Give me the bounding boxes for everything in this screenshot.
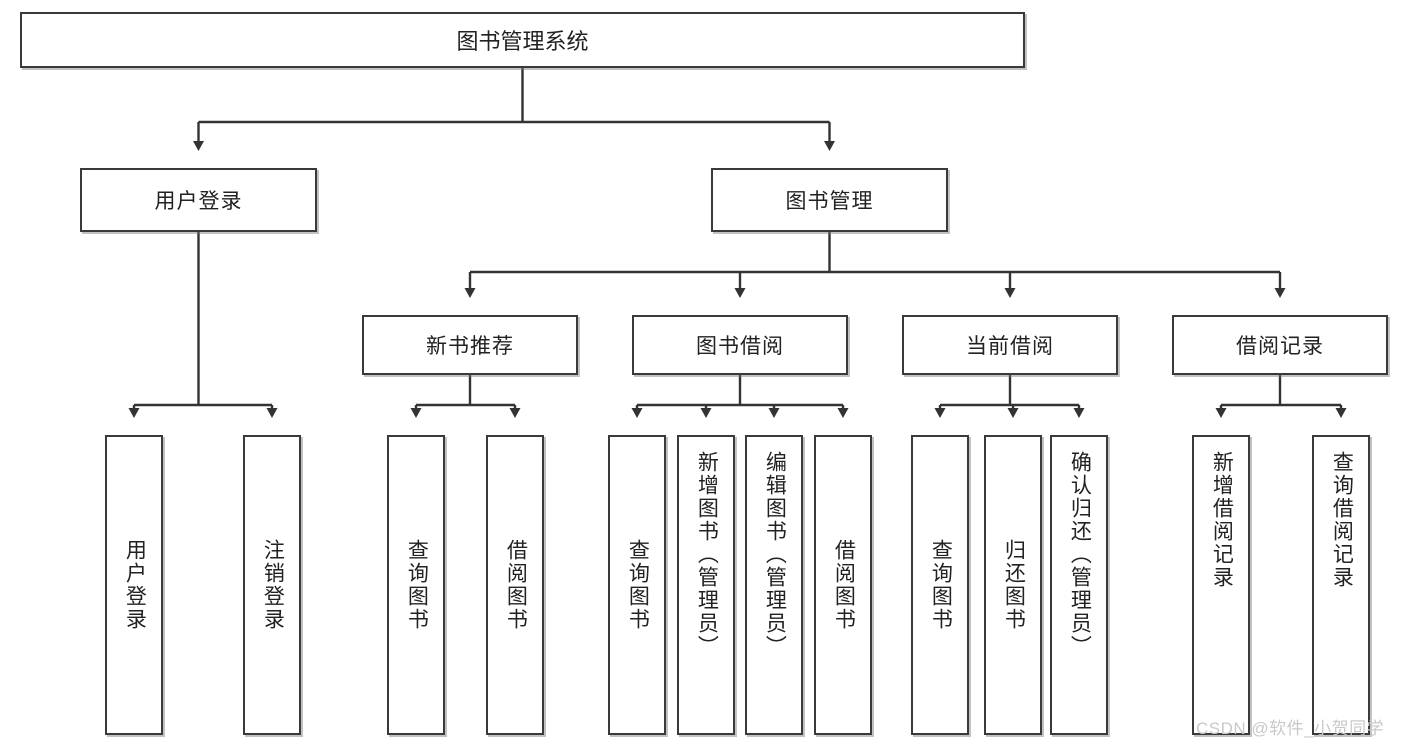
node-leaf-12[interactable]: 查询借阅记录	[1312, 435, 1370, 735]
node-leaf-1[interactable]: 注销登录	[243, 435, 301, 735]
node-label: 图书管理	[785, 190, 874, 213]
node-label: 查询图书	[626, 539, 650, 631]
node-root[interactable]: 图书管理系统	[20, 12, 1025, 68]
node-leaf-9[interactable]: 归还图书	[984, 435, 1042, 735]
node-level2-0[interactable]: 用户登录	[80, 168, 317, 232]
node-leaf-7[interactable]: 借阅图书	[814, 435, 872, 735]
node-leaf-4[interactable]: 查询图书	[608, 435, 666, 735]
node-label: 新书推荐	[426, 335, 514, 358]
node-label: 新增图书（管理员）	[695, 451, 719, 658]
node-label: 查询图书	[405, 539, 429, 631]
node-label: 用户登录	[123, 539, 147, 631]
node-leaf-11[interactable]: 新增借阅记录	[1192, 435, 1250, 735]
node-label: 编辑图书（管理员）	[763, 451, 787, 658]
node-level3-3[interactable]: 借阅记录	[1172, 315, 1388, 375]
node-leaf-3[interactable]: 借阅图书	[486, 435, 544, 735]
node-label: 借阅图书	[504, 539, 528, 631]
node-leaf-2[interactable]: 查询图书	[387, 435, 445, 735]
node-label: 借阅图书	[832, 539, 856, 631]
node-label: 新增借阅记录	[1210, 451, 1234, 589]
node-label: 归还图书	[1002, 539, 1026, 631]
node-label: 查询图书	[929, 539, 953, 631]
csdn-watermark: CSDN @软件_小贺同学	[1196, 719, 1385, 738]
node-level3-1[interactable]: 图书借阅	[632, 315, 848, 375]
node-label: 当前借阅	[966, 335, 1054, 358]
node-level2-1[interactable]: 图书管理	[711, 168, 948, 232]
node-leaf-0[interactable]: 用户登录	[105, 435, 163, 735]
node-leaf-10[interactable]: 确认归还（管理员）	[1050, 435, 1108, 735]
node-level3-2[interactable]: 当前借阅	[902, 315, 1118, 375]
node-label: 确认归还（管理员）	[1068, 451, 1092, 658]
node-leaf-6[interactable]: 编辑图书（管理员）	[745, 435, 803, 735]
node-leaf-8[interactable]: 查询图书	[911, 435, 969, 735]
node-label: 注销登录	[261, 539, 285, 631]
node-label: 图书借阅	[696, 335, 784, 358]
node-leaf-5[interactable]: 新增图书（管理员）	[677, 435, 735, 735]
node-label: 用户登录	[154, 190, 243, 213]
node-label: 图书管理系统	[456, 29, 589, 54]
node-level3-0[interactable]: 新书推荐	[362, 315, 578, 375]
node-label: 查询借阅记录	[1330, 451, 1354, 589]
node-label: 借阅记录	[1236, 335, 1324, 358]
